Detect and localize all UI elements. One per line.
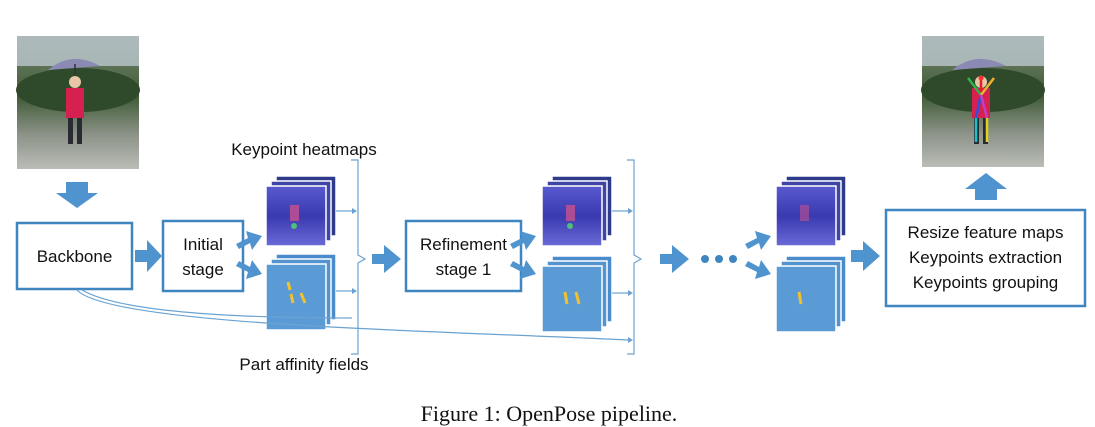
figure-caption: Figure 1: OpenPose pipeline.	[421, 401, 678, 426]
paf-stack-2	[541, 255, 613, 333]
post-processing-box	[884, 208, 1087, 308]
split-up-arrow-icon	[236, 231, 262, 250]
refinement-stage-box	[404, 219, 523, 293]
skip-connection-line	[81, 289, 353, 319]
split-up-arrow-icon	[745, 231, 771, 250]
concat-brace-2	[627, 159, 643, 355]
heatmap-stack-2	[541, 175, 613, 247]
ellipsis-dot	[715, 255, 723, 263]
umbrella-shape	[48, 58, 100, 70]
pose-skeleton	[967, 75, 995, 142]
output-photo	[921, 36, 1045, 167]
down-arrow-icon	[56, 182, 98, 208]
right-arrow-icon	[851, 241, 880, 271]
heatmap-stack-final	[775, 175, 847, 247]
heatmap-stack-1	[265, 175, 337, 247]
post-processing-line3: Keypoints grouping	[913, 273, 1059, 292]
concat-brace-1	[351, 159, 367, 355]
refinement-stage-label-line1: Refinement	[420, 235, 507, 254]
right-arrow-icon	[135, 240, 162, 272]
initial-stage-label-line2: stage	[182, 260, 224, 279]
up-arrow-icon	[965, 173, 1007, 200]
person-coat	[66, 88, 84, 118]
post-processing-line1: Resize feature maps	[908, 223, 1064, 242]
paf-stack-final	[775, 255, 847, 333]
initial-stage-box	[161, 219, 245, 293]
ellipsis-dot	[729, 255, 737, 263]
refinement-stage-label-line2: stage 1	[436, 260, 492, 279]
paf-stack-1	[265, 253, 337, 331]
post-processing-line2: Keypoints extraction	[909, 248, 1062, 267]
split-down-arrow-icon	[510, 260, 536, 279]
input-photo	[16, 36, 140, 169]
backbone-label: Backbone	[37, 247, 113, 266]
keypoint-heatmaps-label: Keypoint heatmaps	[231, 140, 377, 159]
part-affinity-fields-label: Part affinity fields	[239, 355, 368, 374]
split-down-arrow-icon	[236, 260, 262, 279]
ellipsis-dot	[701, 255, 709, 263]
initial-stage-label-line1: Initial	[183, 235, 223, 254]
backbone-box	[15, 221, 134, 291]
skip-connection-line	[76, 289, 629, 341]
right-arrow-icon	[372, 245, 401, 273]
split-up-arrow-icon	[510, 231, 536, 250]
split-down-arrow-icon	[745, 260, 771, 279]
right-arrow-icon	[660, 245, 689, 273]
